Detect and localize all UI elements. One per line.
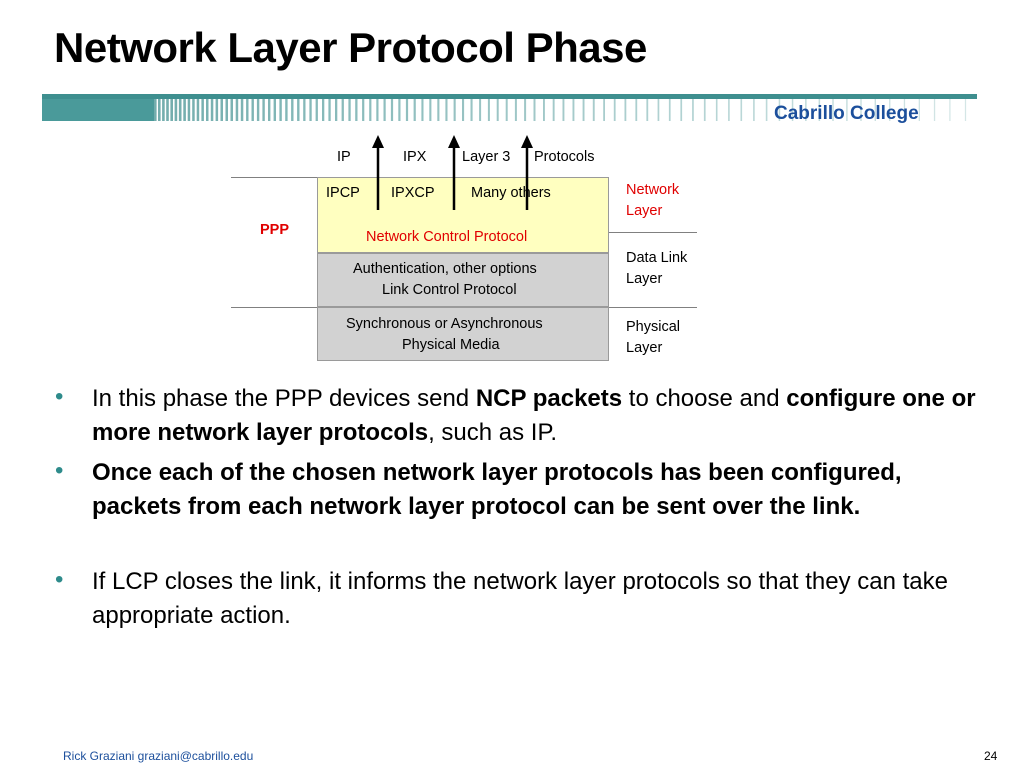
arrow-ipx-icon xyxy=(448,135,460,210)
banner-stripes xyxy=(42,99,967,121)
label-ppp: PPP xyxy=(260,222,290,238)
brand-logo-text: Cabrillo College xyxy=(774,103,919,124)
divider-top xyxy=(231,177,317,178)
bullet-icon: • xyxy=(55,457,64,484)
bullet-item-3: If LCP closes the link, it informs the n… xyxy=(92,568,948,629)
divider-mid xyxy=(231,307,317,308)
divider-top-right xyxy=(609,232,697,233)
arrows xyxy=(372,135,460,210)
bullet-item-2: Once each of the chosen network layer pr… xyxy=(92,459,902,520)
label-network-layer-2: Layer xyxy=(626,203,663,219)
label-network-layer-1: Network xyxy=(626,182,680,198)
page-number: 24 xyxy=(984,749,998,763)
bullet-icon: • xyxy=(55,566,64,593)
arrow-layer3-icon xyxy=(521,135,533,210)
label-ip: IP xyxy=(337,149,351,165)
label-ipx: IPX xyxy=(403,149,427,165)
slide-title: Network Layer Protocol Phase xyxy=(54,24,647,71)
label-auth-options: Authentication, other options xyxy=(353,261,537,277)
label-datalink-layer-2: Layer xyxy=(626,271,663,287)
label-physical-media: Physical Media xyxy=(402,337,500,353)
banner-bar xyxy=(42,94,977,99)
label-ncp: Network Control Protocol xyxy=(366,229,528,245)
lcp-box xyxy=(317,253,609,307)
label-protocols: Protocols xyxy=(534,149,595,165)
arrow-ip-icon xyxy=(372,135,384,210)
label-lcp: Link Control Protocol xyxy=(382,282,517,298)
label-sync-async: Synchronous or Asynchronous xyxy=(346,316,543,332)
label-datalink-layer-1: Data Link xyxy=(626,250,688,266)
footer-author: Rick Graziani graziani@cabrillo.edu xyxy=(63,749,254,763)
physical-box xyxy=(317,307,609,361)
label-physical-layer-2: Layer xyxy=(626,340,663,356)
divider-mid-right xyxy=(609,307,697,308)
label-many-others: Many others xyxy=(471,185,551,201)
label-physical-layer-1: Physical xyxy=(626,319,680,335)
label-ipcp: IPCP xyxy=(326,185,360,201)
ncp-box xyxy=(317,177,609,253)
arrow-layer3-svg xyxy=(521,135,533,210)
bullet-icon: • xyxy=(55,383,64,410)
label-layer3: Layer 3 xyxy=(462,149,511,165)
bullet-item-1: In this phase the PPP devices send NCP p… xyxy=(92,385,976,446)
label-ipxcp: IPXCP xyxy=(391,185,435,201)
